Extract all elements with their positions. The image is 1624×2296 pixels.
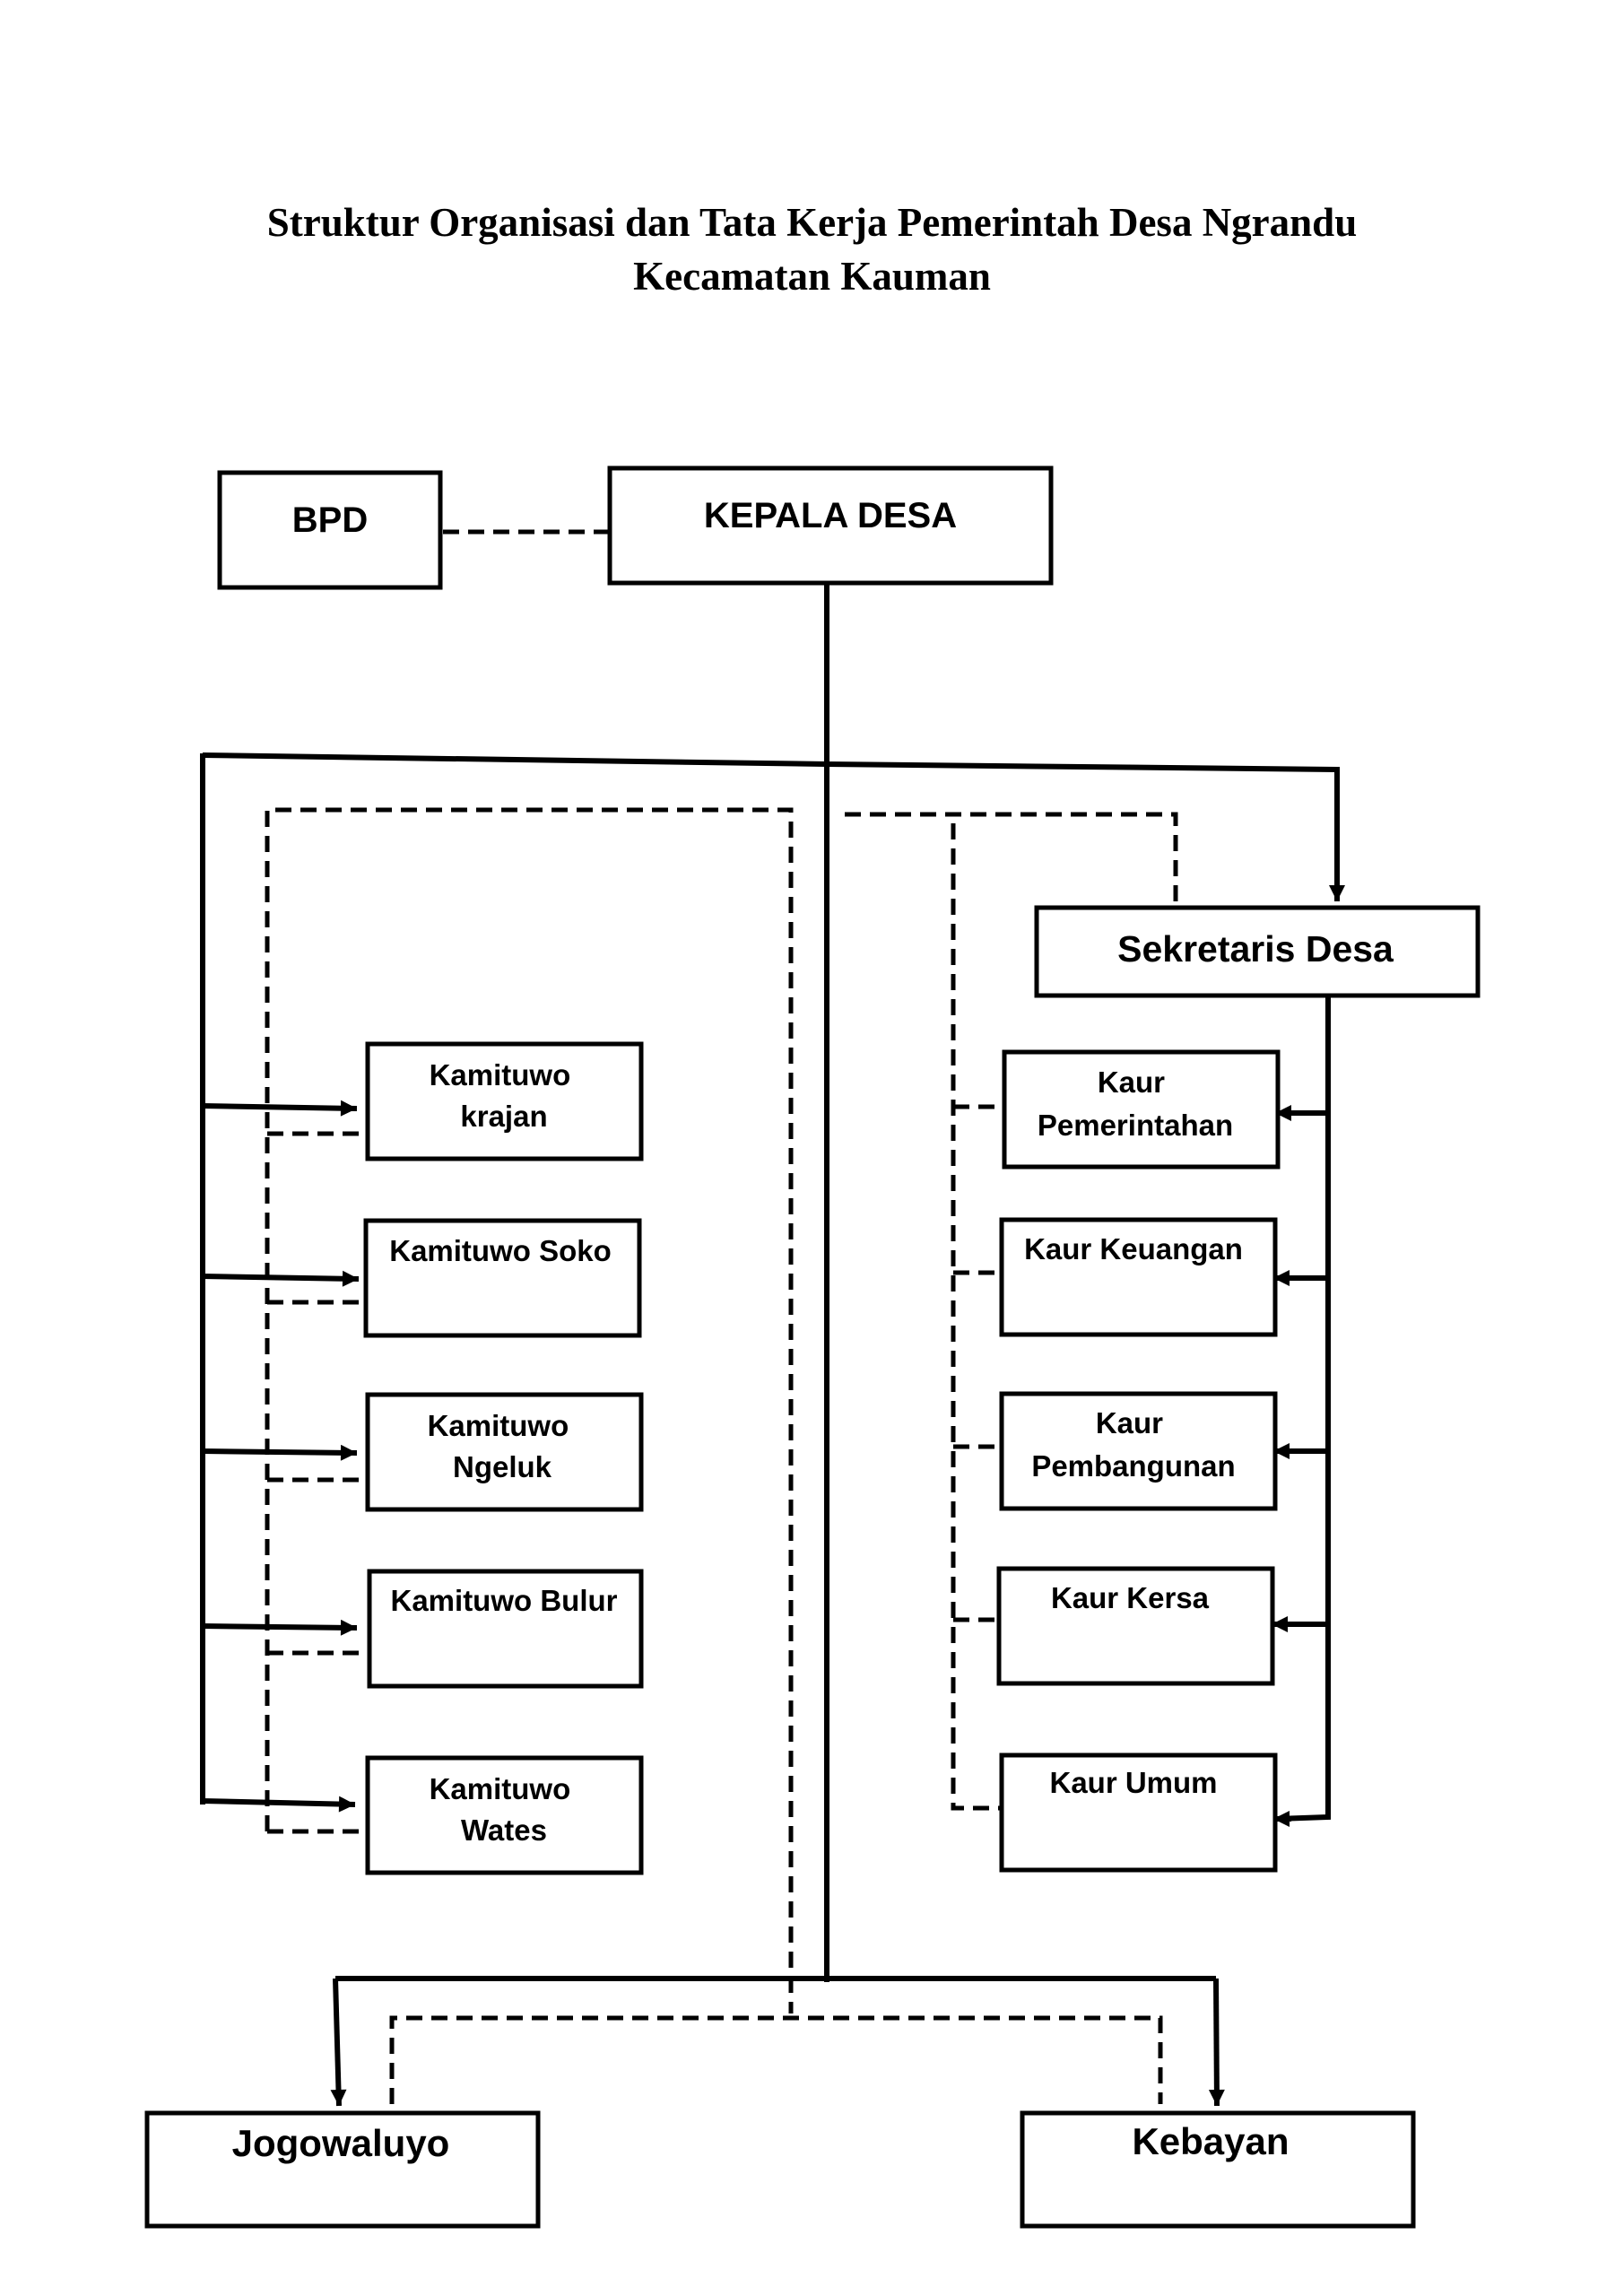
kaur-pemerintahan-label: Kaur Pemerintahan	[1038, 1065, 1233, 1142]
arrow-kamituwo-ngeluk	[202, 1444, 358, 1461]
jogowaluyo-box	[144, 2110, 541, 2229]
kamituwo-bulur-line-1: Kamituwo Bulur	[391, 1584, 618, 1617]
title-line-2: Kecamatan Kauman	[633, 254, 991, 299]
kamituwo-soko-line-1: Kamituwo Soko	[389, 1234, 612, 1267]
kamituwo-wates-line-2: Wates	[461, 1813, 547, 1847]
left-dashed-frame	[265, 807, 794, 2013]
kamituwo-ngeluk-line-2: Ngeluk	[453, 1450, 552, 1483]
kamituwo-bulur-box	[367, 1569, 644, 1689]
sekretaris-desa-label-line: Sekretaris Desa	[1117, 928, 1394, 970]
arrow-kebayan	[1208, 1978, 1225, 2107]
dashed-connectors	[265, 529, 1178, 2104]
box-labels: BPD KEPALA DESA Sekretaris Desa Kamituwo…	[232, 496, 1394, 2164]
kepala-desa-label: KEPALA DESA	[704, 496, 957, 535]
kamituwo-wates-line-1: Kamituwo	[430, 1772, 571, 1805]
kaur-keuangan-box	[999, 1217, 1278, 1337]
sekretaris-right-vertical-line	[1276, 996, 1331, 1822]
kebayan-box	[1020, 2110, 1416, 2229]
kaur-pembangunan-box	[999, 1391, 1278, 1511]
kaur-pembangunan-line-1: Kaur	[1096, 1406, 1163, 1439]
kaur-pembangunan-label: Kaur Pembangunan	[1031, 1406, 1235, 1483]
arrow-kamituwo-krajan	[202, 1100, 358, 1117]
arrow-kamituwo-bulur	[202, 1619, 358, 1636]
kaur-kersa-label: Kaur Kersa	[1051, 1581, 1210, 1614]
arrow-kamituwo-soko	[202, 1270, 360, 1287]
title-line-1: Struktur Organisasi dan Tata Kerja Pemer…	[266, 200, 1358, 245]
kaur-kersa-line-1: Kaur Kersa	[1051, 1581, 1210, 1614]
kepala-desa-label-line: KEPALA DESA	[704, 496, 957, 535]
kaur-pemerintahan-box	[1002, 1049, 1281, 1170]
arrow-kamituwo-wates	[202, 1796, 356, 1813]
page-title: Struktur Organisasi dan Tata Kerja Pemer…	[0, 196, 1624, 303]
sekretaris-desa-box	[1034, 905, 1481, 998]
arrow-jogowaluyo	[330, 1978, 347, 2107]
kaur-umum-line-1: Kaur Umum	[1049, 1766, 1217, 1799]
jogowaluyo-label-line: Jogowaluyo	[232, 2122, 450, 2164]
kaur-umum-label: Kaur Umum	[1049, 1766, 1217, 1799]
kamituwo-krajan-line-1: Kamituwo	[430, 1058, 571, 1091]
solid-connectors	[200, 578, 1345, 2107]
kaur-kersa-box	[996, 1566, 1275, 1686]
bottom-dashed-frame	[389, 2015, 1163, 2104]
kamituwo-ngeluk-label: Kamituwo Ngeluk	[428, 1409, 578, 1483]
kaur-keuangan-label: Kaur Keuangan	[1024, 1232, 1243, 1265]
kepala-desa-box	[607, 465, 1054, 586]
kamituwo-krajan-label: Kamituwo krajan	[430, 1058, 579, 1133]
kamituwo-wates-box	[365, 1755, 644, 1875]
kamituwo-ngeluk-line-1: Kamituwo	[428, 1409, 569, 1442]
kamituwo-wates-label: Kamituwo Wates	[430, 1772, 579, 1847]
kebayan-label: Kebayan	[1132, 2120, 1289, 2162]
kaur-umum-box	[999, 1752, 1278, 1873]
kaur-pembangunan-line-2: Pembangunan	[1031, 1449, 1235, 1483]
bpd-label-line: BPD	[292, 500, 368, 540]
top-horizontal-line	[202, 752, 1338, 772]
kaur-pemerintahan-line-1: Kaur	[1098, 1065, 1165, 1099]
kaur-pemerintahan-line-2: Pemerintahan	[1038, 1109, 1233, 1142]
kamituwo-bulur-label: Kamituwo Bulur	[391, 1584, 618, 1617]
kaur-keuangan-line-1: Kaur Keuangan	[1024, 1232, 1243, 1265]
bpd-box	[217, 470, 443, 590]
jogowaluyo-label: Jogowaluyo	[232, 2122, 450, 2164]
kamituwo-ngeluk-box	[365, 1392, 644, 1512]
kamituwo-soko-label: Kamituwo Soko	[389, 1234, 612, 1267]
kamituwo-krajan-line-2: krajan	[460, 1100, 547, 1133]
kamituwo-soko-box	[363, 1218, 642, 1338]
boxes	[144, 465, 1481, 2229]
right-dashed-frame	[845, 812, 1178, 906]
kamituwo-krajan-box	[365, 1041, 644, 1161]
right-dashed-vertical	[951, 823, 1004, 1811]
bpd-label: BPD	[292, 500, 368, 540]
kebayan-label-line: Kebayan	[1132, 2120, 1289, 2162]
sekretaris-desa-label: Sekretaris Desa	[1117, 928, 1394, 970]
